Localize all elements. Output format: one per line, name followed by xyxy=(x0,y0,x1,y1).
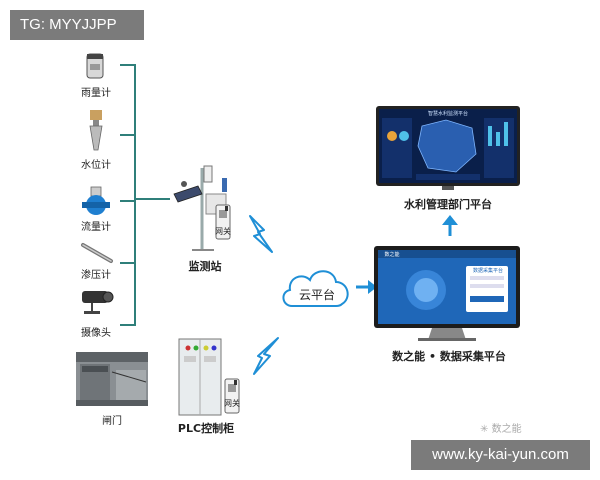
plc-cabinet-icon xyxy=(178,338,222,416)
arrow-up-icon xyxy=(440,214,460,238)
mgmt-label: 水利管理部门平台 xyxy=(404,198,492,211)
bottom-badge: www.ky-kai-yun.com xyxy=(411,440,590,470)
sensor-tick-5 xyxy=(120,324,136,326)
sensor-label-camera: 摄像头 xyxy=(81,328,111,339)
gate-photo-icon xyxy=(76,352,148,406)
dashboard-monitor-icon xyxy=(376,106,520,190)
top-badge: TG: MYYJJPP xyxy=(10,10,144,40)
sensor-label-piezo: 渗压计 xyxy=(81,270,111,281)
watermark-text: 数之能 xyxy=(491,424,522,435)
platform-screen-title: 数据采集平台 xyxy=(472,268,503,274)
camera-icon xyxy=(80,288,114,316)
cloud-label: 云平台 xyxy=(298,288,335,302)
mgmt-screen-title: 智慧水利监测平台 xyxy=(427,111,468,117)
sensor-tick-1 xyxy=(120,64,136,66)
lightning-icon-top xyxy=(244,214,276,254)
sensor-label-level: 水位计 xyxy=(81,160,111,171)
sensor-bracket-line xyxy=(134,64,136,326)
rain-gauge-icon xyxy=(84,52,106,80)
station-gateway-icon xyxy=(215,204,231,240)
flow-meter-icon xyxy=(82,186,110,216)
platform-label: 数之能 • 数据采集平台 xyxy=(392,350,506,363)
watermark: ✳ 数之能 xyxy=(480,420,522,435)
piezometer-icon xyxy=(80,242,114,264)
sensor-label-flow: 流量计 xyxy=(81,222,111,233)
plc-gateway-icon xyxy=(224,378,240,414)
cloud-icon xyxy=(278,262,356,312)
watermark-icon: ✳ xyxy=(480,424,489,435)
platform-monitor-icon xyxy=(374,246,520,342)
sensor-label-rain: 雨量计 xyxy=(81,88,111,99)
sensor-tick-2 xyxy=(120,134,136,136)
station-gateway-label: 网关 xyxy=(215,227,231,236)
arrow-right-icon xyxy=(354,278,378,296)
sensor-tick-4 xyxy=(120,262,136,264)
plc-label: PLC控制柜 xyxy=(177,422,235,435)
plc-gateway-label: 网关 xyxy=(224,399,240,408)
platform-screen-brand: 数之能 xyxy=(384,252,400,258)
gate-label: 闸门 xyxy=(102,416,122,427)
station-label: 监测站 xyxy=(188,260,222,273)
sensor-tick-3 xyxy=(120,200,136,202)
sensor-to-station-line xyxy=(134,198,170,200)
water-level-meter-icon xyxy=(86,108,106,152)
lightning-icon-bottom xyxy=(250,336,282,376)
